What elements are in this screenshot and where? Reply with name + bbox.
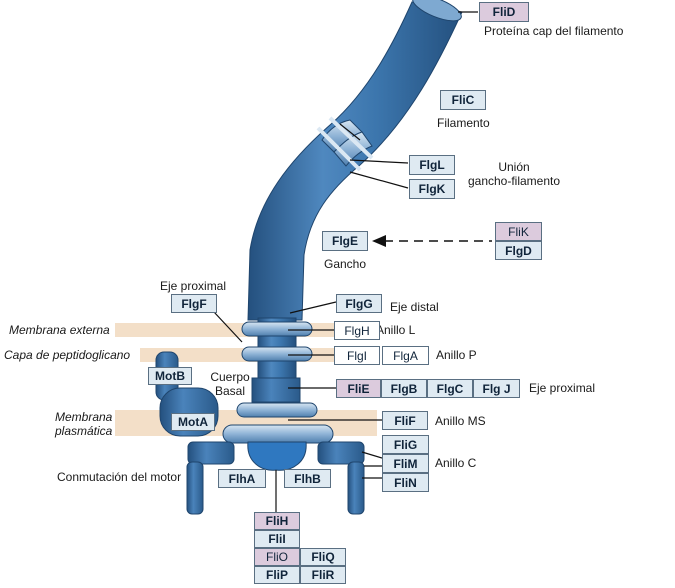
protein-fliq: FliQ	[300, 548, 346, 566]
proximal-rod	[251, 377, 301, 403]
l-ring	[241, 321, 313, 337]
c-ring-left	[186, 441, 235, 515]
p-ring	[241, 346, 313, 362]
label-eje-distal: Eje distal	[390, 300, 439, 314]
protein-flif: FliF	[382, 411, 428, 430]
protein-motb: MotB	[148, 367, 192, 385]
export-apparatus	[247, 441, 307, 471]
label-proteina-cap: Proteína cap del filamento	[484, 24, 624, 38]
protein-flir: FliR	[300, 566, 346, 584]
protein-flgi: FlgI	[334, 346, 380, 365]
protein-flgb: FlgB	[381, 379, 427, 398]
c-ring-top	[222, 424, 334, 444]
protein-flii: FliI	[254, 530, 300, 548]
protein-flie: FliE	[336, 379, 381, 398]
label-anillo-ms: Anillo MS	[435, 414, 486, 428]
protein-flgl: FlgL	[409, 155, 455, 175]
label-membrana-externa: Membrana externa	[9, 323, 110, 337]
protein-flgg: FlgG	[336, 294, 382, 313]
protein-flgf: FlgF	[171, 294, 217, 313]
label-conmutacion: Conmutación del motor	[57, 470, 182, 484]
protein-flhb: FlhB	[284, 469, 331, 488]
label-eje-proximal-right: Eje proximal	[529, 381, 596, 395]
protein-flin: FliN	[382, 473, 429, 492]
leader-lines	[213, 11, 478, 512]
protein-flio: FliO	[254, 548, 300, 566]
protein-flic: FliC	[440, 90, 486, 110]
protein-flgd: FlgD	[495, 241, 542, 260]
protein-mota: MotA	[171, 413, 215, 431]
protein-flim: FliM	[382, 454, 429, 473]
protein-flgk: FlgK	[409, 179, 455, 199]
label-membrana-plasmatica: Membrana plasmática	[55, 410, 113, 438]
protein-flgj: Flg J	[473, 379, 520, 398]
protein-flip: FliP	[254, 566, 300, 584]
label-anillo-l: Anillo L	[376, 323, 416, 337]
protein-flid: FliD	[479, 2, 529, 22]
export-arrow	[372, 235, 492, 247]
protein-flga: FlgA	[382, 346, 429, 365]
label-cuerpo-basal: Cuerpo Basal	[210, 370, 250, 398]
protein-flha: FlhA	[218, 469, 266, 488]
protein-flge: FlgE	[322, 231, 368, 251]
label-union: Unión gancho-filamento	[467, 160, 561, 188]
protein-flgc: FlgC	[427, 379, 473, 398]
c-ring-right	[317, 441, 365, 515]
protein-flig: FliG	[382, 435, 429, 454]
label-gancho: Gancho	[324, 257, 367, 271]
label-capa-peptidoglicano: Capa de peptidoglicano	[4, 348, 131, 362]
ms-ring	[236, 402, 318, 418]
label-filamento: Filamento	[437, 116, 490, 130]
label-anillo-p: Anillo P	[436, 348, 477, 362]
filament-cap	[412, 0, 462, 22]
label-anillo-c: Anillo C	[435, 456, 477, 470]
protein-flgh: FlgH	[334, 321, 380, 340]
protein-flih: FliH	[254, 512, 300, 530]
protein-flik: FliK	[495, 222, 542, 241]
label-eje-proximal-top: Eje proximal	[160, 279, 227, 293]
